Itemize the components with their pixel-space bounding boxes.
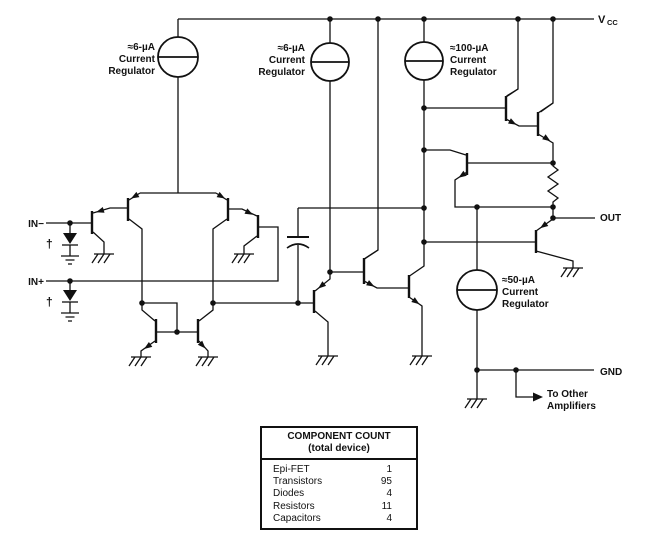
ground-icon <box>409 355 432 366</box>
regulator-3-value: ≈100-µA <box>450 43 489 54</box>
row-label: Transistors <box>273 476 323 488</box>
diode-icon <box>63 233 77 244</box>
diode-icon <box>63 290 77 301</box>
row-value: 1 <box>386 464 392 475</box>
regulator-2-word1: Current <box>269 55 306 66</box>
transistor-bars <box>90 96 540 343</box>
clamp-diodes <box>63 233 77 301</box>
ground-icon <box>91 253 114 264</box>
ground-icon <box>195 356 218 367</box>
ground-icon <box>464 398 487 409</box>
ground-icon <box>231 253 254 264</box>
emitter-arrows <box>96 118 551 349</box>
terminal-out: OUT <box>600 213 621 224</box>
component-count-table-header: COMPONENT COUNT (total device) <box>262 428 416 460</box>
note-line-1: To Other <box>547 389 588 400</box>
terminal-in-plus: IN+ <box>28 277 44 288</box>
row-value: 4 <box>386 512 392 524</box>
component-count-table-body: Epi-FET 1 Transistors 95 Diodes 4 Resist… <box>262 460 416 525</box>
table-row: Diodes 4 <box>262 488 416 500</box>
regulator-2-word2: Regulator <box>258 67 305 78</box>
regulator-1-value: ≈6-µA <box>128 42 155 53</box>
terminal-in-minus: IN− <box>28 219 44 230</box>
terminal-gnd: GND <box>600 367 622 378</box>
regulator-4-value: ≈50-µA <box>502 275 535 286</box>
regulator-1-word2: Regulator <box>108 66 155 77</box>
row-value: 4 <box>386 488 392 500</box>
regulator-label-4: ≈50-µA Current Regulator <box>502 275 549 310</box>
row-value: 95 <box>380 476 392 488</box>
output-resistor <box>546 163 560 207</box>
row-label: Capacitors <box>273 512 321 524</box>
component-count-table: COMPONENT COUNT (total device) Epi-FET 1… <box>260 426 418 530</box>
current-regulator-symbol-3 <box>404 41 444 81</box>
current-regulator-symbol-2 <box>310 42 350 82</box>
row-label: Epi-FET <box>273 464 310 475</box>
regulator-3-word2: Regulator <box>450 67 497 78</box>
junction-dots <box>67 16 556 373</box>
earth-ground-2 <box>61 312 79 322</box>
note-line-2: Amplifiers <box>547 401 596 412</box>
current-regulator-symbol-4 <box>456 269 498 311</box>
compensation-capacitor <box>286 236 310 249</box>
ground-icon <box>128 356 151 367</box>
ground-icon <box>315 355 338 366</box>
table-row: Epi-FET 1 <box>262 464 416 476</box>
table-row: Transistors 95 <box>262 476 416 488</box>
terminal-vcc: V <box>598 14 606 26</box>
wires <box>46 18 595 399</box>
row-label: Resistors <box>273 500 315 512</box>
dagger-note-1: † <box>46 237 53 251</box>
dagger-note-2: † <box>46 295 53 309</box>
regulator-label-1: ≈6-µA Current Regulator <box>108 42 155 77</box>
row-label: Diodes <box>273 488 305 500</box>
regulator-3-word1: Current <box>450 55 487 66</box>
ground-icon <box>560 267 583 278</box>
table-row: Resistors 11 <box>262 501 416 513</box>
regulator-label-2: ≈6-µA Current Regulator <box>258 43 305 78</box>
chassis-grounds <box>91 253 583 409</box>
to-other-amplifiers-note: To Other Amplifiers <box>547 389 596 412</box>
terminal-vcc-subscript: CC <box>607 18 618 27</box>
current-regulator-symbol-1 <box>157 36 199 78</box>
regulator-label-3: ≈100-µA Current Regulator <box>450 43 497 78</box>
earth-ground-1 <box>61 255 79 265</box>
regulator-2-value: ≈6-µA <box>278 43 305 54</box>
regulator-4-word1: Current <box>502 287 539 298</box>
right-arrow-icon <box>533 392 543 402</box>
table-title: COMPONENT COUNT <box>287 431 391 442</box>
regulator-1-word1: Current <box>119 54 156 65</box>
table-subtitle: (total device) <box>308 443 370 454</box>
table-row: Capacitors 4 <box>262 513 416 525</box>
row-value: 11 <box>381 500 392 512</box>
regulator-4-word2: Regulator <box>502 299 549 310</box>
